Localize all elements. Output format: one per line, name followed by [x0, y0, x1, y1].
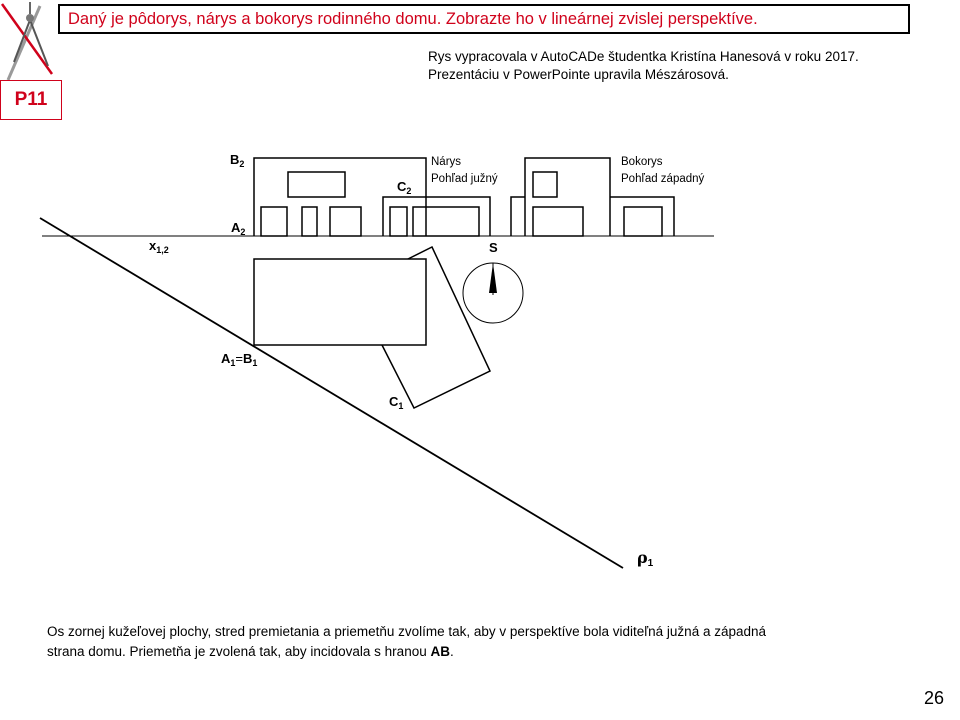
label-b2: B2 — [230, 152, 244, 169]
front-view-window-left — [260, 206, 288, 237]
side-view-upper-window — [532, 171, 558, 198]
explanation-note: Os zornej kužeľovej plochy, stred premie… — [47, 624, 767, 659]
label-bokorys-view: Pohľad západný — [621, 173, 705, 185]
label-c1: C1 — [389, 394, 403, 411]
floor-plan-main-rect — [253, 258, 427, 346]
task-title: Daný je pôdorys, nárys a bokorys rodinné… — [58, 4, 910, 34]
front-view-garage-block — [382, 196, 491, 236]
side-view-lower-window — [532, 206, 584, 237]
credit-text: Rys vypracovala v AutoCADe študentka Kri… — [428, 48, 859, 84]
floor-plan — [253, 245, 491, 409]
edge-ab-label: AB — [430, 644, 450, 659]
label-bokorys-title: Bokorys — [621, 156, 663, 168]
label-x12: x1,2 — [149, 238, 169, 255]
front-view — [253, 157, 491, 237]
front-view-window-right — [329, 206, 362, 237]
page-number: 26 — [924, 688, 945, 708]
label-narys-title: Nárys — [431, 156, 461, 168]
problem-badge: P11 — [0, 80, 62, 120]
label-a2: A2 — [231, 220, 245, 237]
front-view-garage-door-small — [389, 206, 408, 237]
label-s: S — [489, 240, 498, 255]
side-view-garage-block — [610, 196, 675, 236]
side-view-left-block — [510, 196, 525, 236]
label-narys-view: Pohľad južný — [431, 173, 498, 185]
credit-line-2: Prezentáciu v PowerPointe upravila Mészá… — [428, 67, 729, 82]
trace-line-rho1 — [39, 217, 624, 569]
label-a1-b1: A1=B1 — [221, 351, 257, 368]
side-view — [510, 157, 675, 237]
front-view-garage-door — [412, 206, 480, 237]
compass-logo-icon — [0, 2, 54, 81]
front-view-upper-window — [287, 171, 346, 198]
front-view-door — [301, 206, 318, 237]
label-rho1: ρ1 — [637, 548, 654, 569]
credit-line-1: Rys vypracovala v AutoCADe študentka Kri… — [428, 49, 859, 64]
label-c2: C2 — [397, 179, 411, 196]
side-view-garage-door — [623, 206, 663, 237]
